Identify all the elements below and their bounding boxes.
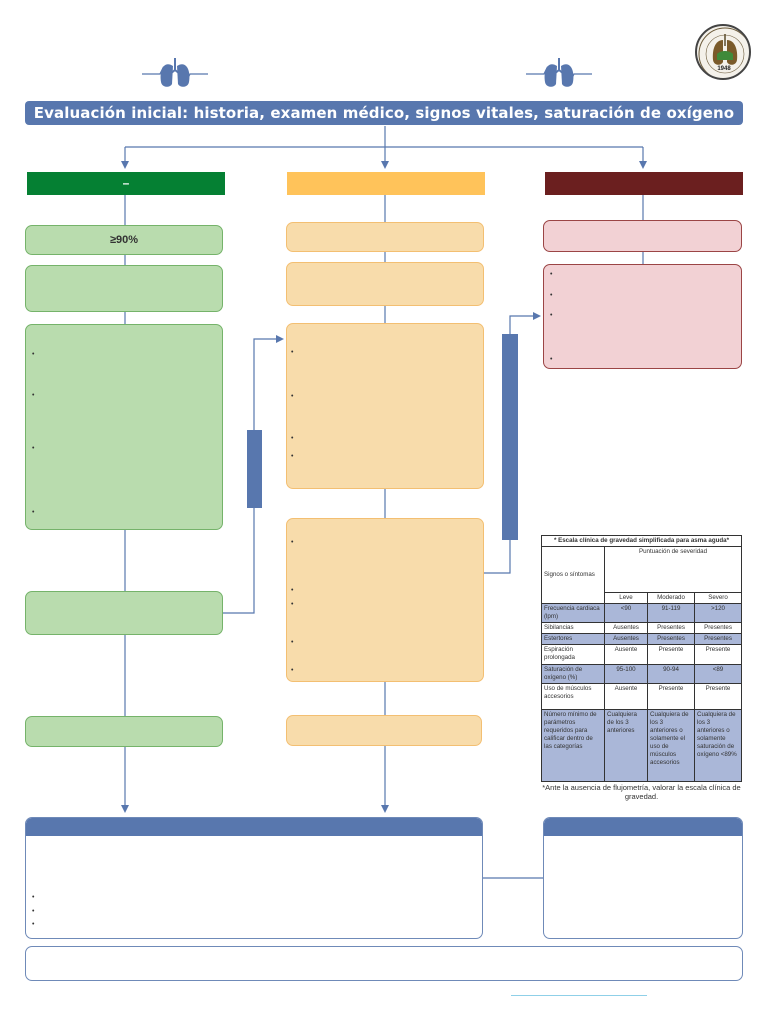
bullet-marker: • — [291, 601, 294, 608]
cell-mild: Ausente — [604, 644, 648, 665]
row-label: Número mínimo de parámetros requeridos p… — [541, 708, 605, 782]
bullet-marker: • — [32, 392, 35, 399]
table-row: Espiración prolongada Ausente Presente P… — [541, 644, 742, 665]
cell-moderate: Presente — [647, 644, 695, 665]
mild-saturation-box: ≥90% — [25, 225, 223, 255]
escalation-bar-left — [247, 430, 262, 508]
mild-outcome-box — [25, 716, 223, 747]
severity-level-mild: Leve — [604, 592, 648, 605]
bullet-marker: • — [291, 667, 294, 674]
bottom-right-panel-header — [544, 818, 742, 836]
cell-severe: <89 — [694, 663, 742, 684]
cell-severe: Presente — [694, 644, 742, 665]
bullet-marker: • — [550, 312, 553, 319]
table-row: Sibilancias Ausentes Presentes Presentes — [541, 622, 742, 635]
mild-saturation-label: ≥90% — [109, 234, 139, 246]
bullet-marker: • — [32, 908, 35, 915]
row-label: Uso de músculos accesorios — [541, 682, 605, 710]
table-row: Saturación de oxígeno (%) 95-100 90-94 <… — [541, 663, 742, 684]
moderate-saturation-box — [286, 222, 484, 252]
bullet-marker: • — [291, 349, 294, 356]
moderate-treatment-box: • • • • — [286, 323, 484, 489]
severe-column-header — [545, 172, 743, 195]
bullet-marker: • — [291, 393, 294, 400]
severity-level-severe: Severo — [694, 592, 742, 605]
cell-severe: Presentes — [694, 633, 742, 646]
cell-mild: Ausentes — [604, 622, 648, 635]
severity-col-signs: Signos o síntomas — [541, 546, 605, 605]
cell-severe: Presentes — [694, 622, 742, 635]
bullet-marker: • — [32, 509, 35, 516]
cell-severe: Presente — [694, 682, 742, 710]
moderate-reassessment-box: • • • • • — [286, 518, 484, 682]
cell-severe: Cualquiera de los 3 anteriores o solamen… — [694, 708, 742, 782]
moderate-column-header — [287, 172, 485, 195]
bullet-marker: • — [291, 453, 294, 460]
page-title: Evaluación inicial: historia, examen méd… — [25, 101, 743, 125]
bullet-marker: • — [291, 587, 294, 594]
severe-saturation-box — [543, 220, 742, 252]
row-label: Frecuencia cardiaca (lpm) — [541, 603, 605, 624]
row-label: Saturación de oxígeno (%) — [541, 663, 605, 684]
table-row: Uso de músculos accesorios Ausente Prese… — [541, 682, 742, 710]
cell-moderate: Presentes — [647, 622, 695, 635]
mild-reassessment-box — [25, 591, 223, 635]
lungs-right-icon — [524, 52, 594, 92]
severity-col-score: Puntuación de severidad — [604, 546, 742, 594]
cell-mild: Ausentes — [604, 633, 648, 646]
severity-table-title: * Escala clínica de gravedad simplificad… — [541, 534, 742, 548]
severity-table-footnote: *Ante la ausencia de flujometría, valora… — [542, 783, 741, 802]
cell-mild: Cualquiera de los 3 anteriores — [604, 708, 648, 782]
row-label: Sibilancias — [541, 622, 605, 635]
bottom-note-box — [25, 946, 743, 981]
bottom-left-panel: • • • — [25, 817, 483, 939]
bullet-marker: • — [550, 271, 553, 278]
bullet-marker: • — [291, 639, 294, 646]
bullet-marker: • — [32, 894, 35, 901]
severe-treatment-box: • • • • — [543, 264, 742, 369]
bullet-marker: • — [291, 435, 294, 442]
bullet-marker: • — [32, 351, 35, 358]
seal-year: 1948 — [717, 66, 731, 72]
cell-severe: >120 — [694, 603, 742, 624]
bullet-marker: • — [291, 539, 294, 546]
severity-scale-table: * Escala clínica de gravedad simplificad… — [541, 534, 742, 782]
bottom-right-panel — [543, 817, 743, 939]
moderate-outcome-box — [286, 715, 482, 746]
bullet-marker: • — [32, 445, 35, 452]
cell-mild: <90 — [604, 603, 648, 624]
table-row: Frecuencia cardiaca (lpm) <90 91-119 >12… — [541, 603, 742, 624]
cell-moderate: Presentes — [647, 633, 695, 646]
reference-link-underline — [511, 995, 647, 996]
row-label: Estertores — [541, 633, 605, 646]
row-label: Espiración prolongada — [541, 644, 605, 665]
escalation-bar-right — [502, 334, 518, 540]
cell-moderate: Cualquiera de los 3 anteriores o solamen… — [647, 708, 695, 782]
bullet-marker: • — [550, 356, 553, 363]
mild-assessment-box — [25, 265, 223, 312]
cell-moderate: 91-119 — [647, 603, 695, 624]
institution-seal-logo — [695, 24, 751, 80]
mild-treatment-box: • • • • — [25, 324, 223, 530]
cell-moderate: 90-94 — [647, 663, 695, 684]
bullet-marker: • — [550, 292, 553, 299]
cell-moderate: Presente — [647, 682, 695, 710]
mild-column-header: – — [27, 172, 225, 195]
table-row: Estertores Ausentes Presentes Presentes — [541, 633, 742, 646]
severity-level-moderate: Moderado — [647, 592, 695, 605]
cell-mild: Ausente — [604, 682, 648, 710]
table-row: Número mínimo de parámetros requeridos p… — [541, 708, 742, 782]
cell-mild: 95-100 — [604, 663, 648, 684]
moderate-assessment-box — [286, 262, 484, 306]
bullet-marker: • — [32, 921, 35, 928]
bottom-left-panel-header — [26, 818, 482, 836]
lungs-left-icon — [140, 52, 210, 92]
